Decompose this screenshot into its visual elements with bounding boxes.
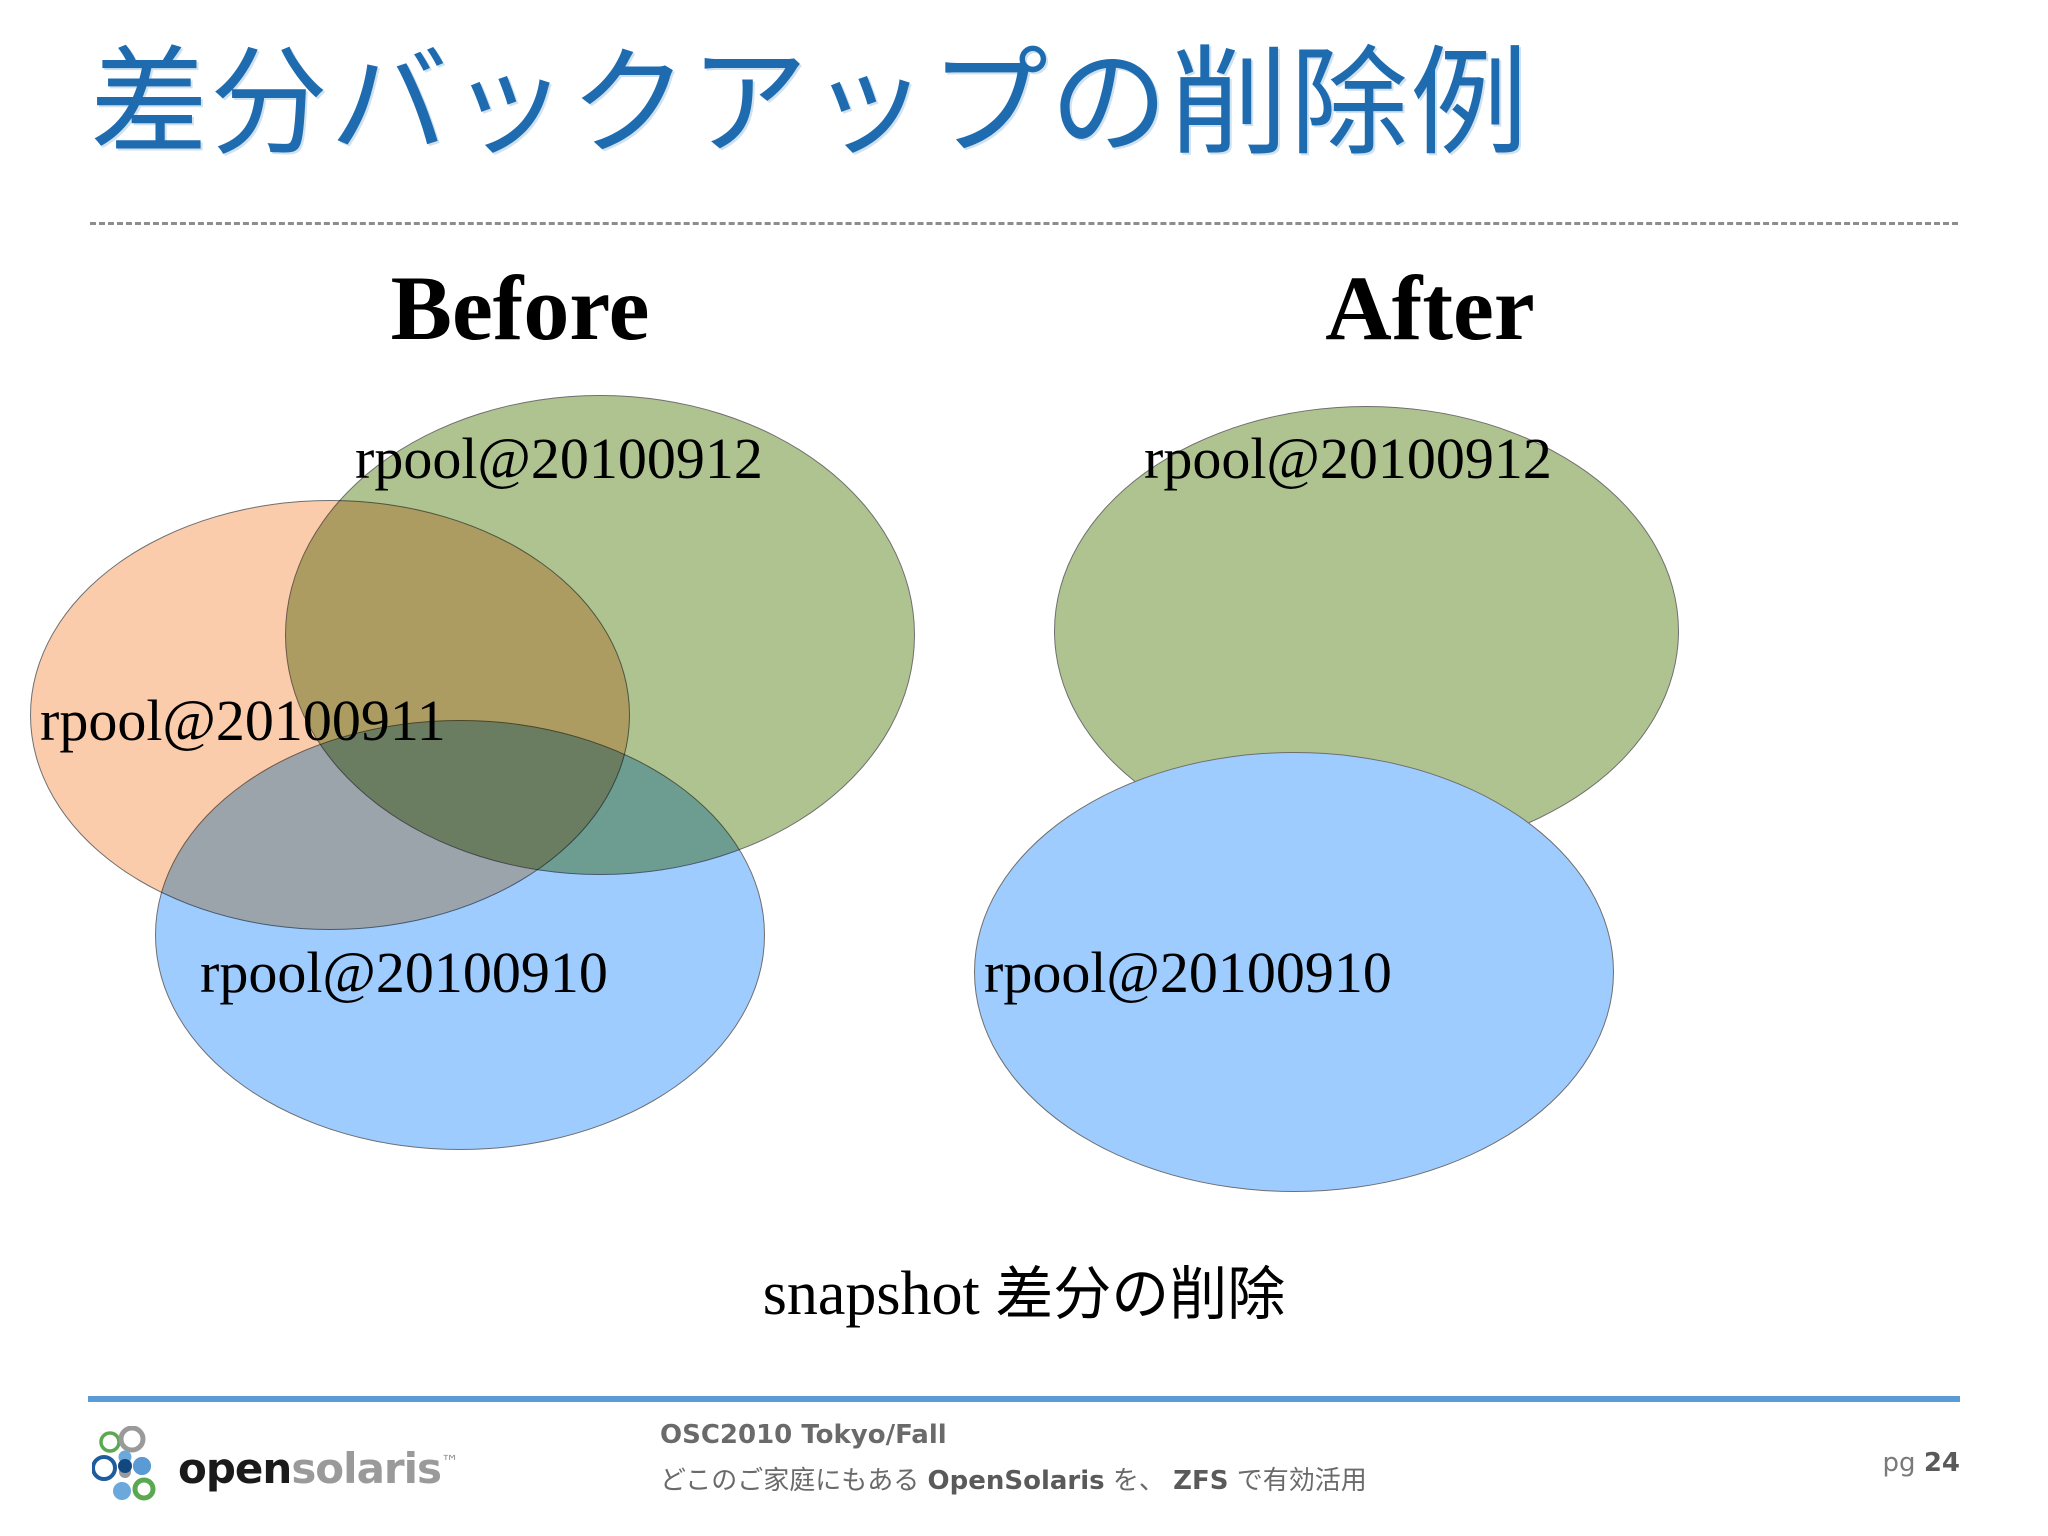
wordmark-solaris: solaris [291, 1444, 442, 1493]
caption-latin: snapshot [762, 1260, 996, 1328]
footer-subtitle-mid: を、 [1104, 1466, 1174, 1496]
footer-subtitle-zfs: ZFS [1173, 1466, 1229, 1496]
footer-divider [88, 1396, 1960, 1402]
footer-subtitle-post: で有効活用 [1228, 1466, 1367, 1496]
label-before-20100911: rpool@20100911 [40, 688, 446, 753]
page-title: 差分バックアップの削除例 [90, 34, 1531, 172]
page-number-value: 24 [1923, 1448, 1960, 1478]
slide-footer: opensolaris™ OSC2010 Tokyo/Fall どこのご家庭にも… [0, 1402, 2048, 1536]
opensolaris-logo-icon [92, 1426, 156, 1501]
caption-japanese: 差分の削除 [995, 1260, 1286, 1328]
footer-subtitle: どこのご家庭にもある OpenSolaris を、 ZFS で有効活用 [660, 1458, 1660, 1504]
wordmark-open: open [178, 1444, 292, 1493]
label-before-20100912: rpool@20100912 [355, 426, 763, 491]
opensolaris-wordmark: opensolaris™ [178, 1440, 459, 1493]
label-before-20100910: rpool@20100910 [200, 940, 608, 1005]
footer-text-block: OSC2010 Tokyo/Fall どこのご家庭にもある OpenSolari… [660, 1412, 1660, 1504]
venn-after: rpool@20100912 rpool@20100910 [974, 0, 2048, 1536]
heading-before: Before [390, 257, 650, 359]
wordmark-trademark: ™ [441, 1452, 459, 1473]
label-after-20100912: rpool@20100912 [1144, 426, 1552, 491]
ellipse-after-20100910 [974, 752, 1614, 1192]
page-number: pg 24 [1883, 1448, 1960, 1478]
page-number-label: pg [1882, 1448, 1924, 1478]
ellipse-before-20100910 [155, 720, 765, 1150]
diagram-caption: snapshot 差分の削除 [0, 1258, 2048, 1330]
title-divider [90, 222, 1958, 225]
venn-before: rpool@20100912 rpool@20100911 rpool@2010… [30, 395, 915, 1150]
footer-subtitle-opensolaris: OpenSolaris [927, 1466, 1105, 1496]
opensolaris-logo: opensolaris™ [92, 1422, 459, 1508]
footer-subtitle-pre: どこのご家庭にもある [660, 1466, 928, 1496]
label-after-20100910: rpool@20100910 [984, 940, 1392, 1005]
heading-after: After [1325, 257, 1535, 359]
footer-event-name: OSC2010 Tokyo/Fall [660, 1420, 947, 1450]
